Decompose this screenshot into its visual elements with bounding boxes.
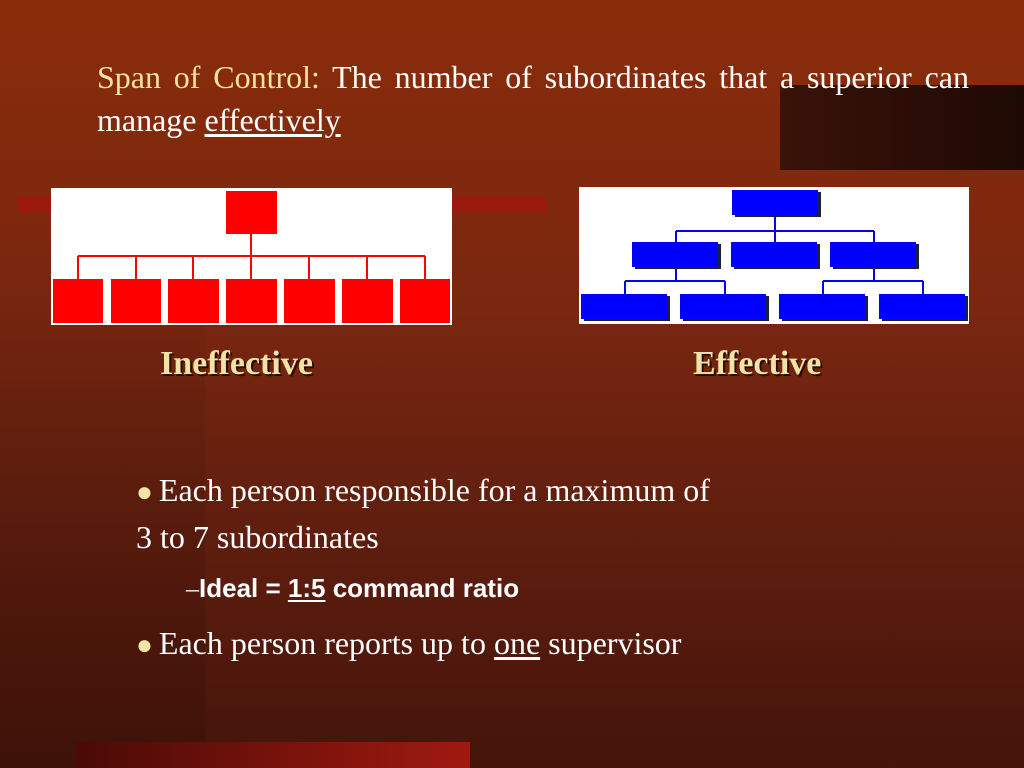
subordinate-box bbox=[342, 279, 393, 323]
bullet-suffix: supervisor bbox=[548, 625, 682, 661]
title-emphasis: effectively bbox=[204, 102, 341, 138]
title-term: Span of Control: bbox=[97, 59, 320, 95]
ineffective-org-chart-svg bbox=[53, 191, 450, 323]
subordinate-box bbox=[779, 294, 865, 319]
middle-manager-box bbox=[830, 242, 916, 267]
effective-caption: Effective bbox=[693, 345, 822, 382]
effective-org-chart bbox=[579, 187, 969, 324]
bullet-emphasis: one bbox=[493, 625, 541, 661]
top-manager-box bbox=[732, 190, 818, 215]
subordinate-box bbox=[226, 279, 277, 323]
superior-box bbox=[226, 191, 277, 234]
decorative-bar-bottom bbox=[76, 742, 470, 768]
dash-icon: – bbox=[186, 574, 199, 603]
sub-bullet-prefix: Ideal = bbox=[199, 573, 281, 603]
bullet-item-one-supervisor: ●Each person reports up to one superviso… bbox=[136, 621, 896, 668]
subordinate-box bbox=[879, 294, 965, 319]
subordinate-box bbox=[111, 279, 161, 323]
command-ratio-value: 1:5 bbox=[287, 573, 326, 603]
decorative-bar-dark bbox=[780, 85, 1024, 170]
bullet-dot-icon: ● bbox=[136, 477, 153, 508]
subordinate-box bbox=[284, 279, 335, 323]
bullet-prefix: Each person reports up to bbox=[158, 625, 486, 661]
bullet-text-line1: Each person responsible for a maximum of bbox=[158, 472, 710, 508]
bullet-item-span-limit: ●Each person responsible for a maximum o… bbox=[136, 468, 896, 559]
subordinate-box bbox=[168, 279, 219, 323]
subordinate-box bbox=[53, 279, 103, 323]
ineffective-org-chart bbox=[51, 188, 452, 325]
effective-org-chart-svg bbox=[581, 190, 968, 321]
bullet-text-line2: 3 to 7 subordinates bbox=[136, 519, 379, 555]
ineffective-caption: Ineffective bbox=[160, 345, 313, 382]
sub-bullet-ideal-ratio: –Ideal = 1:5 command ratio bbox=[186, 573, 519, 604]
subordinate-box bbox=[581, 294, 667, 319]
middle-manager-box bbox=[731, 242, 817, 267]
title-definition: The number of subordinates that a superi… bbox=[97, 59, 970, 138]
sub-bullet-suffix: command ratio bbox=[332, 573, 520, 603]
subordinate-box bbox=[400, 279, 450, 323]
slide-title: Span of Control: The number of subordina… bbox=[97, 56, 969, 142]
middle-manager-box bbox=[632, 242, 718, 267]
bullet-dot-icon: ● bbox=[136, 630, 153, 661]
subordinate-box bbox=[680, 294, 766, 319]
